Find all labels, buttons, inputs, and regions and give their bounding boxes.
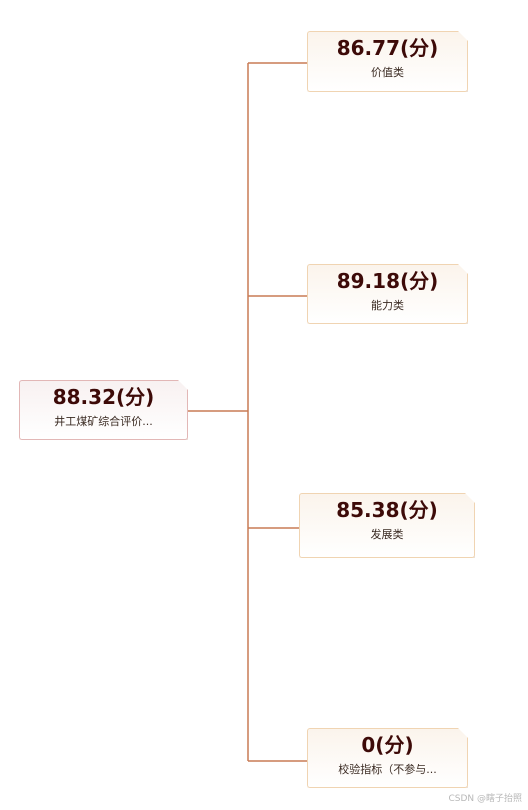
watermark: CSDN @瞎子抬照 xyxy=(448,794,522,804)
node-score: 85.38(分) xyxy=(336,498,438,522)
root-label: 井工煤矿综合评价... xyxy=(54,415,153,428)
node-score: 89.18(分) xyxy=(336,269,439,293)
root-node[interactable]: 88.32(分) 井工煤矿综合评价... xyxy=(19,380,188,440)
node-ability-category[interactable]: 89.18(分) 能力类 xyxy=(307,264,468,324)
node-score: 0(分) xyxy=(361,733,414,757)
node-development-category[interactable]: 85.38(分) 发展类 xyxy=(299,493,475,558)
node-value-category[interactable]: 86.77(分) 价值类 xyxy=(307,31,468,92)
node-label: 发展类 xyxy=(370,528,404,541)
node-label: 校验指标（不参与... xyxy=(338,763,437,776)
node-label: 能力类 xyxy=(371,299,404,312)
root-score: 88.32(分) xyxy=(52,385,155,409)
node-check-indicators[interactable]: 0(分) 校验指标（不参与... xyxy=(307,728,468,788)
node-label: 价值类 xyxy=(371,66,404,79)
node-score: 86.77(分) xyxy=(336,36,439,60)
